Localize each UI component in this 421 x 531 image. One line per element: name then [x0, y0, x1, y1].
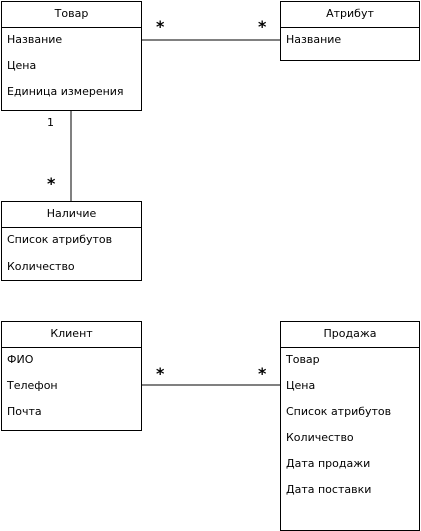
class-klient[interactable]: Клиент ФИО Телефон Почта	[1, 321, 142, 431]
multiplicity-tovar-nalichie-top: 1	[47, 116, 54, 129]
class-nalichie[interactable]: Наличие Список атрибутов Количество	[1, 201, 142, 281]
class-nalichie-field: Список атрибутов	[7, 233, 113, 246]
class-tovar-field: Цена	[7, 59, 37, 72]
class-tovar-field: Единица измерения	[7, 85, 124, 98]
multiplicity-tovar-nalichie-bottom: *	[47, 174, 56, 193]
class-atribut-field: Название	[286, 33, 342, 46]
class-prodazha-field: Товар	[286, 353, 320, 366]
class-prodazha-field: Дата продажи	[286, 457, 371, 470]
class-atribut[interactable]: Атрибут Название	[280, 1, 420, 61]
class-tovar-field: Название	[7, 33, 63, 46]
class-nalichie-title: Наличие	[2, 202, 141, 228]
class-prodazha-field: Цена	[286, 379, 316, 392]
class-klient-field: Телефон	[7, 379, 58, 392]
class-prodazha[interactable]: Продажа Товар Цена Список атрибутов Коли…	[280, 321, 420, 531]
multiplicity-klient-prodazha-left: *	[156, 364, 165, 383]
multiplicity-tovar-atribut-right: *	[258, 17, 267, 36]
class-nalichie-field: Количество	[7, 260, 75, 273]
class-prodazha-field: Количество	[286, 431, 354, 444]
class-tovar[interactable]: Товар Название Цена Единица измерения	[1, 1, 142, 111]
multiplicity-tovar-atribut-left: *	[156, 17, 165, 36]
class-prodazha-field: Список атрибутов	[286, 405, 392, 418]
class-prodazha-field: Дата поставки	[286, 483, 372, 496]
class-klient-title: Клиент	[2, 322, 141, 348]
class-prodazha-title: Продажа	[281, 322, 419, 348]
class-tovar-title: Товар	[2, 2, 141, 28]
class-klient-field: Почта	[7, 405, 42, 418]
class-atribut-title: Атрибут	[281, 2, 419, 28]
class-klient-field: ФИО	[7, 353, 34, 366]
multiplicity-klient-prodazha-right: *	[258, 364, 267, 383]
